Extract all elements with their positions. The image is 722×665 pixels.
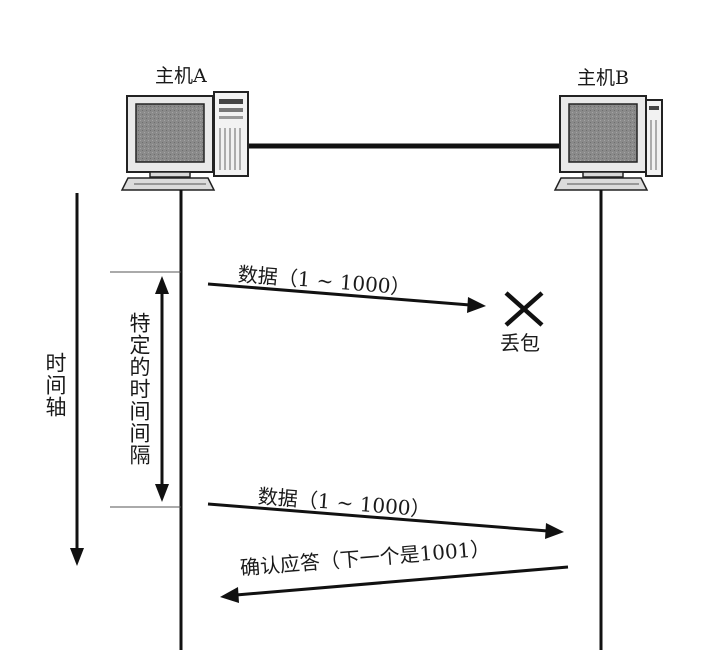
host-a-computer-icon <box>122 92 248 190</box>
timeline-label: 时间轴 <box>40 352 70 418</box>
interval-double-arrow <box>155 276 169 502</box>
interval-label: 特定的时间间隔 <box>124 312 154 466</box>
host-a-label: 主机A <box>155 61 207 88</box>
host-b-computer-icon <box>555 96 662 190</box>
host-b-label: 主机B <box>577 63 629 90</box>
packet-lost-cross-icon <box>506 293 542 325</box>
packet-lost-label: 丢包 <box>500 327 540 356</box>
time-axis-arrow <box>70 193 84 566</box>
